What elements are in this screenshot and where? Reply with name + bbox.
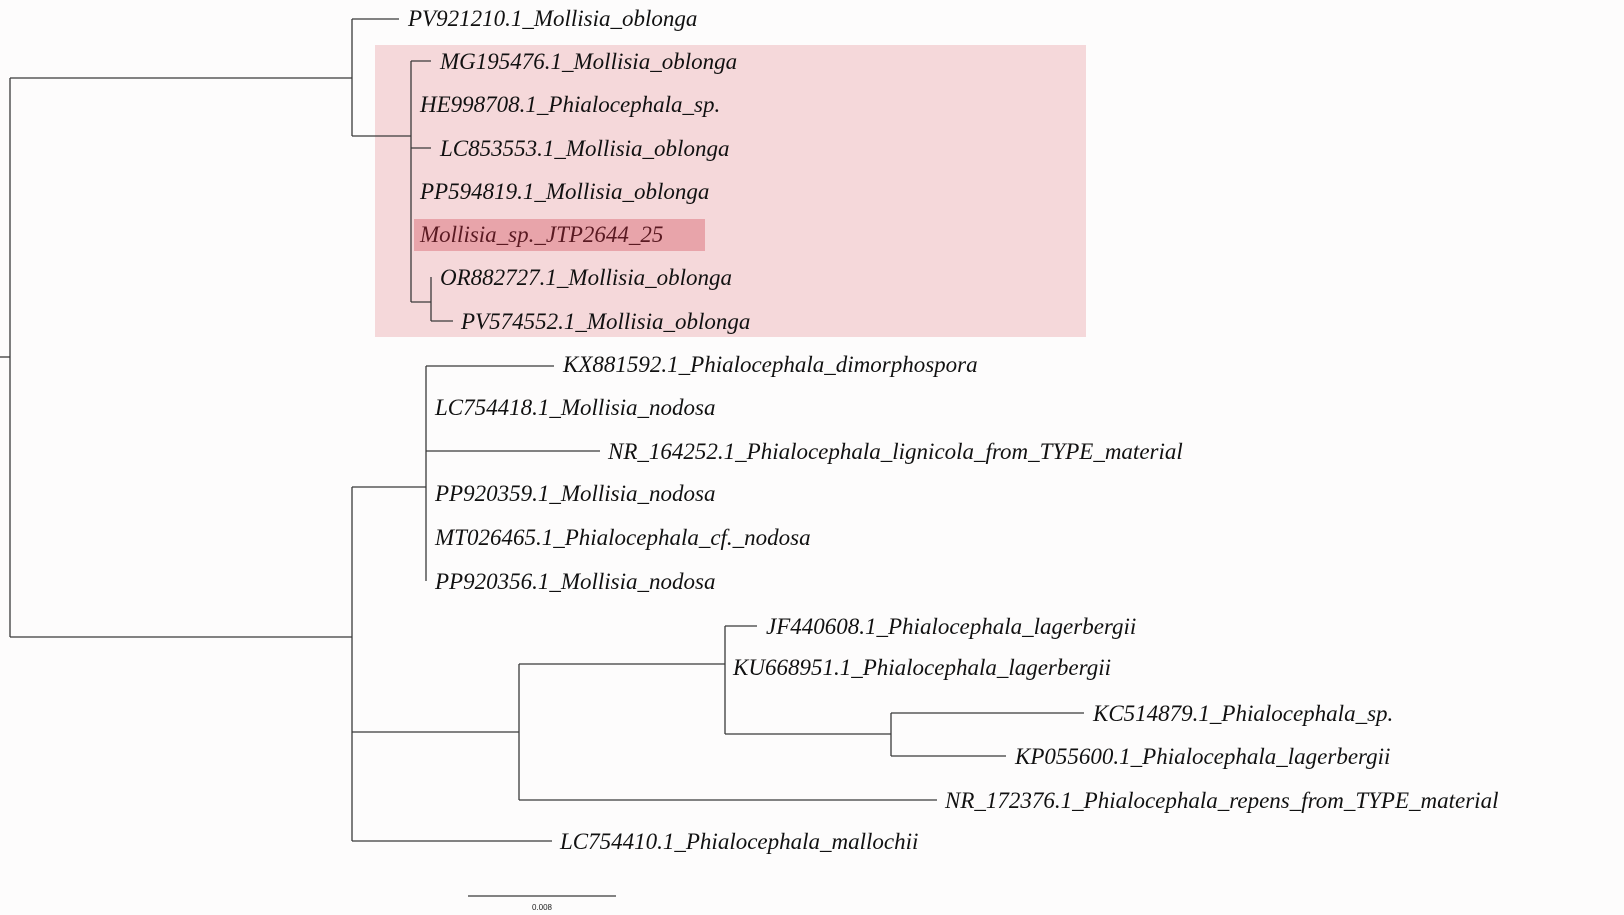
scale-bar-label: 0.008 <box>532 903 553 912</box>
tree-branches <box>0 18 1084 842</box>
highlighted-leaf-label: Mollisia_sp._JTP2644_25 <box>419 222 663 247</box>
leaf-label: PP594819.1_Mollisia_oblonga <box>419 179 709 204</box>
leaf-label: PV574552.1_Mollisia_oblonga <box>460 309 750 334</box>
leaf-label: JF440608.1_Phialocephala_lagerbergii <box>766 614 1136 639</box>
leaf-label: KX881592.1_Phialocephala_dimorphospora <box>562 352 978 377</box>
leaf-label: HE998708.1_Phialocephala_sp. <box>419 92 720 117</box>
taxon-highlight <box>414 219 705 251</box>
leaf-label: LC754410.1_Phialocephala_mallochii <box>559 829 918 854</box>
leaf-label: OR882727.1_Mollisia_oblonga <box>440 265 732 290</box>
leaf-label: LC853553.1_Mollisia_oblonga <box>439 136 729 161</box>
leaf-label: KC514879.1_Phialocephala_sp. <box>1092 701 1393 726</box>
leaf-labels: PV921210.1_Mollisia_oblonga MG195476.1_M… <box>407 6 1498 854</box>
leaf-label: PV921210.1_Mollisia_oblonga <box>407 6 697 31</box>
leaf-label: PP920356.1_Mollisia_nodosa <box>434 569 715 594</box>
leaf-label: NR_164252.1_Phialocephala_lignicola_from… <box>607 439 1183 464</box>
clade-highlight <box>375 45 1086 337</box>
leaf-label: LC754418.1_Mollisia_nodosa <box>434 395 716 420</box>
leaf-label: MG195476.1_Mollisia_oblonga <box>439 49 737 74</box>
leaf-label: NR_172376.1_Phialocephala_repens_from_TY… <box>944 788 1498 813</box>
scale-bar: 0.008 <box>468 895 616 912</box>
leaf-label: PP920359.1_Mollisia_nodosa <box>434 481 715 506</box>
leaf-label: KP055600.1_Phialocephala_lagerbergii <box>1014 744 1390 769</box>
leaf-label: MT026465.1_Phialocephala_cf._nodosa <box>434 525 811 550</box>
leaf-label: KU668951.1_Phialocephala_lagerbergii <box>732 655 1111 680</box>
